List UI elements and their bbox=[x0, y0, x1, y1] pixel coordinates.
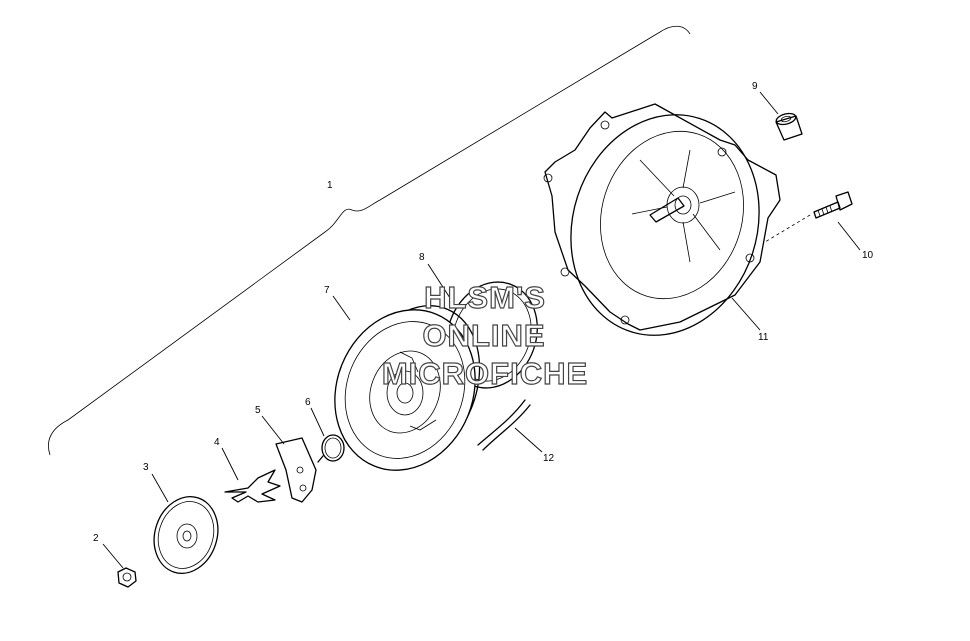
part-11-starter-housing bbox=[543, 103, 781, 336]
part-3-pulley bbox=[153, 496, 219, 574]
callout-8: 8 bbox=[419, 252, 425, 263]
part-6-spring bbox=[317, 434, 345, 463]
watermark-line-1: HLSM'S bbox=[424, 280, 546, 315]
watermark-line-3: MICROFICHE bbox=[382, 356, 588, 391]
callout-1: 1 bbox=[327, 180, 333, 191]
callout-12: 12 bbox=[543, 453, 555, 464]
callout-4: 4 bbox=[214, 437, 220, 448]
callout-6: 6 bbox=[305, 397, 311, 408]
leader-lines bbox=[102, 91, 861, 569]
callout-3: 3 bbox=[143, 462, 149, 473]
part-7-starter-pulley bbox=[334, 305, 481, 471]
part-4-spring-clip bbox=[224, 469, 281, 503]
callout-10: 10 bbox=[862, 250, 874, 261]
watermark: HLSM'S ONLINE MICROFICHE bbox=[381, 279, 588, 391]
watermark-line-2: ONLINE bbox=[422, 318, 545, 353]
part-5-pawl bbox=[275, 437, 317, 503]
callout-11: 11 bbox=[758, 332, 769, 343]
part-10-bolt bbox=[764, 191, 853, 243]
assembly-bracket bbox=[48, 25, 691, 456]
part-12-rope bbox=[477, 399, 531, 451]
callout-9: 9 bbox=[752, 81, 758, 92]
callout-5: 5 bbox=[255, 405, 261, 416]
part-9-bushing bbox=[775, 112, 803, 141]
callout-7: 7 bbox=[324, 285, 330, 296]
callout-2: 2 bbox=[93, 533, 99, 544]
part-2-nut bbox=[117, 567, 137, 588]
